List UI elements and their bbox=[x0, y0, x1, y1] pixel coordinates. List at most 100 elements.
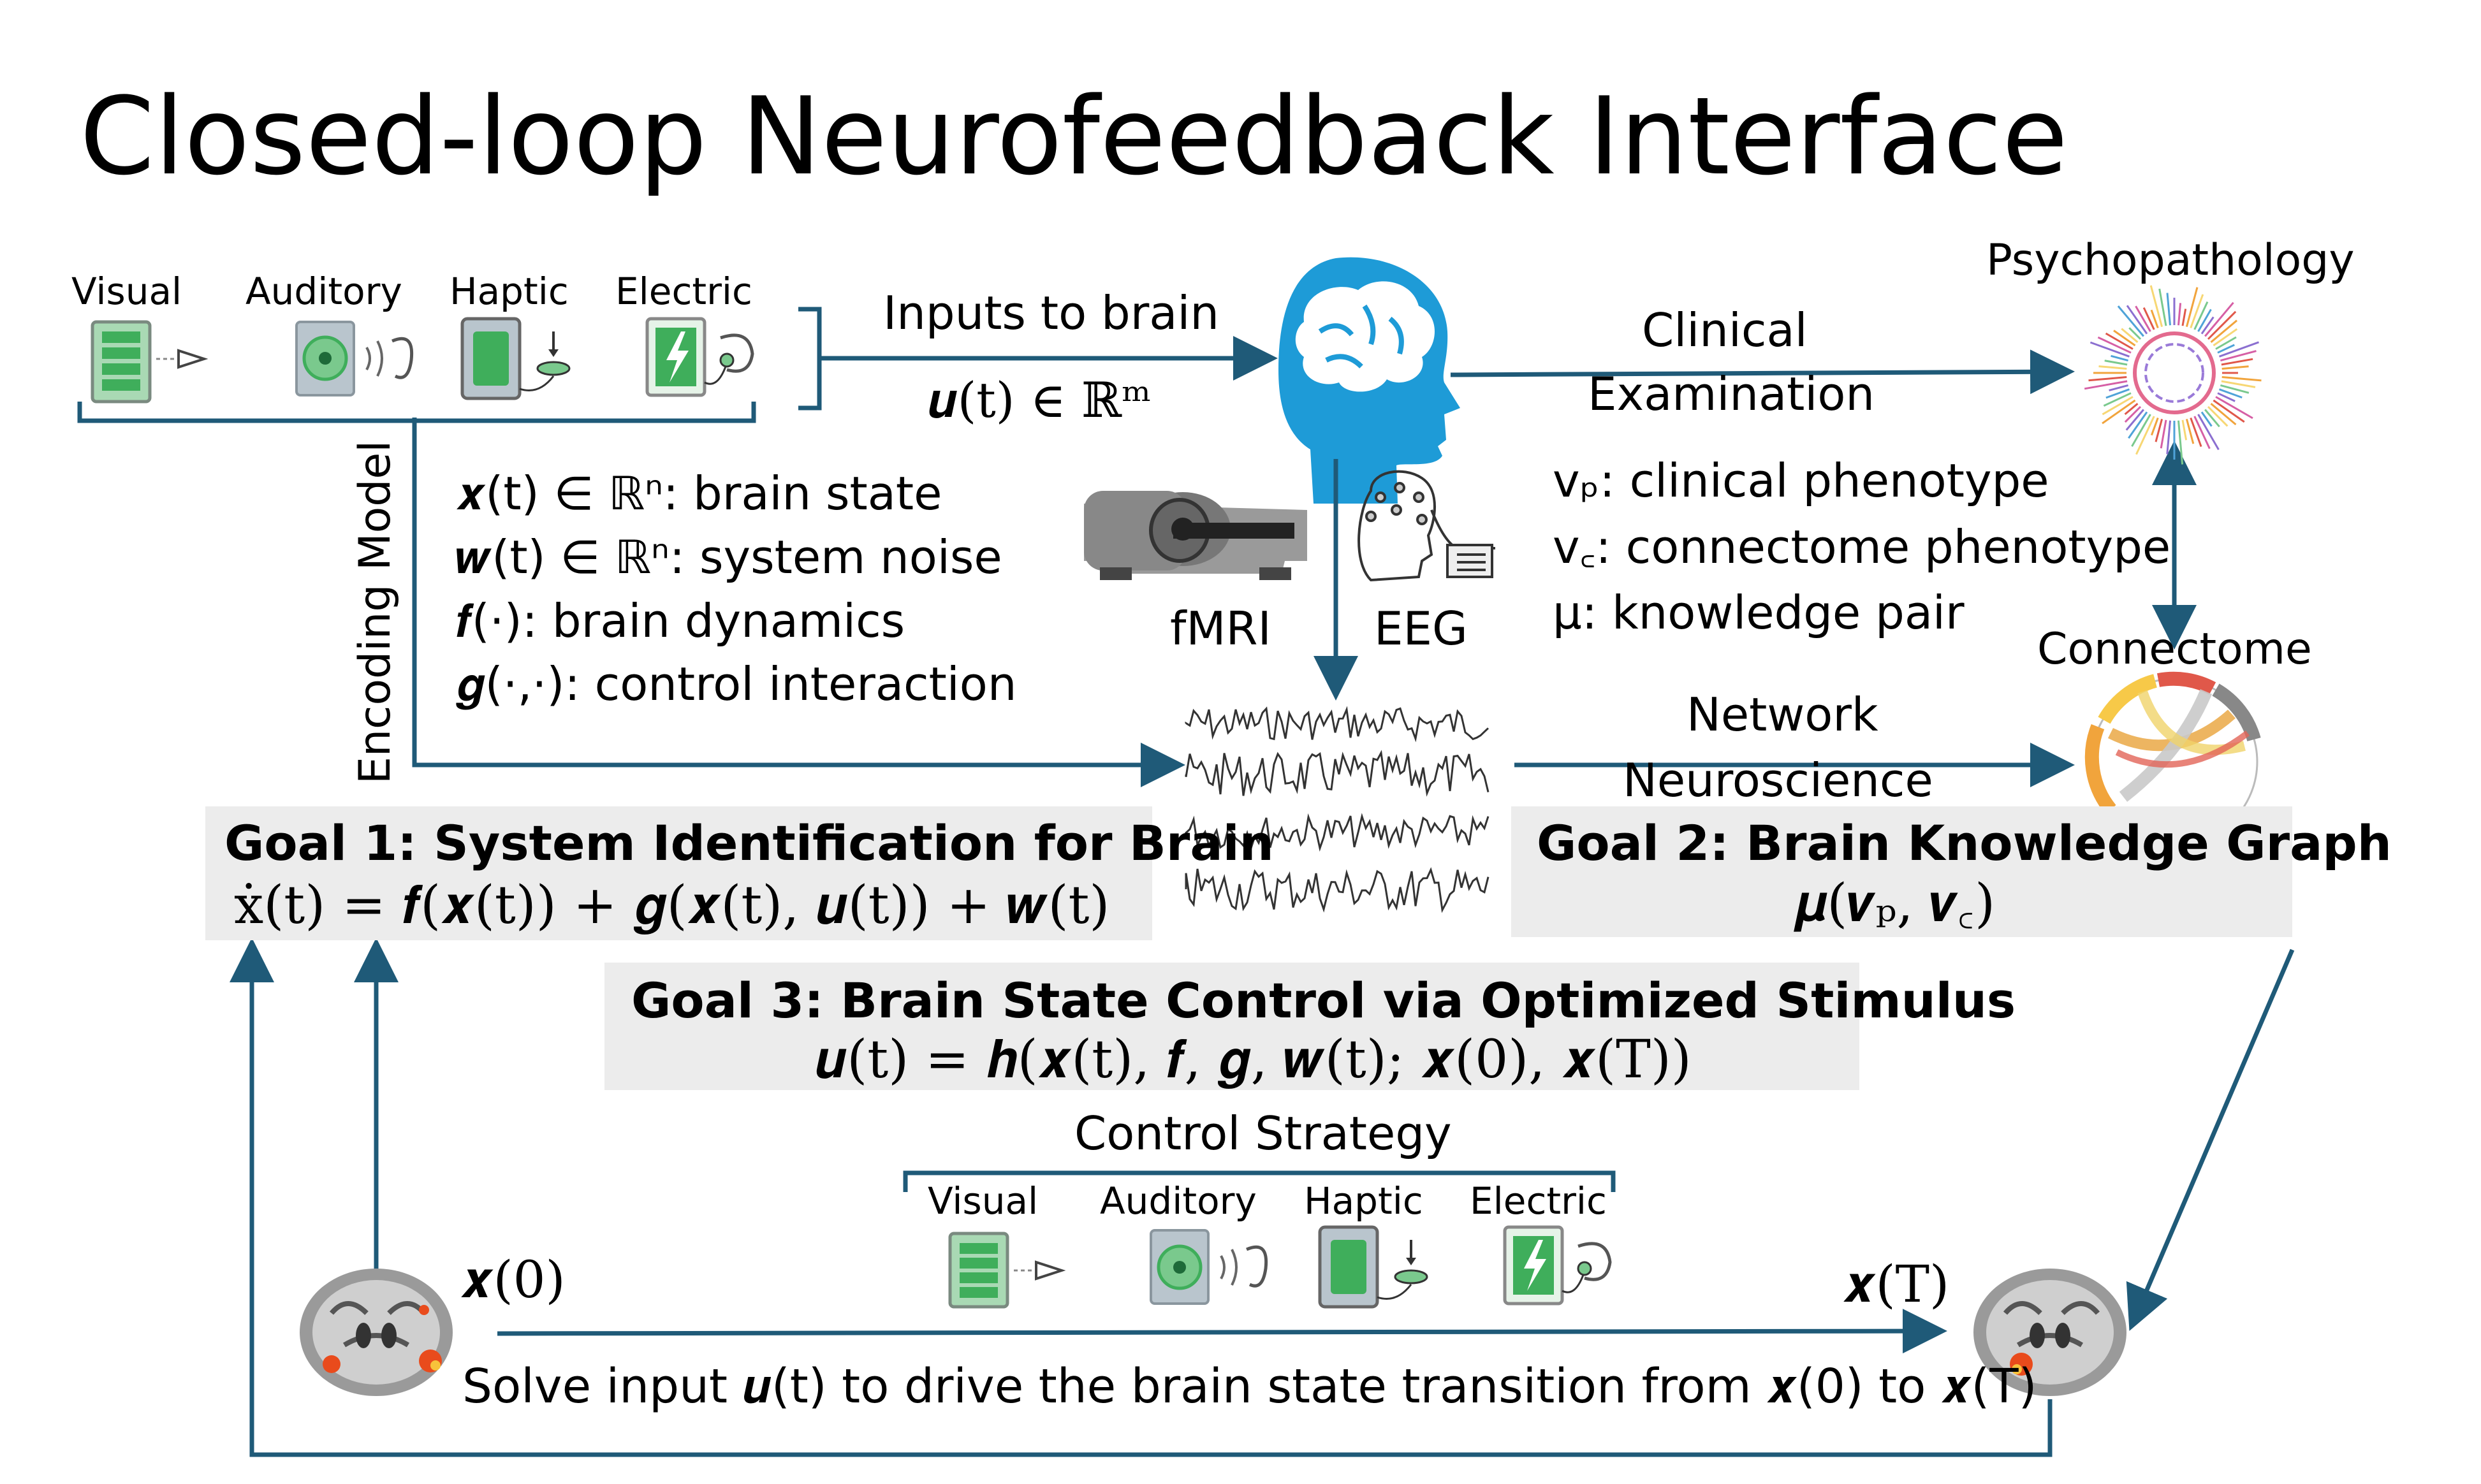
brain-head-icon bbox=[1278, 257, 1460, 504]
top-electric-icon bbox=[645, 317, 754, 397]
top-label-electric: Electric bbox=[615, 270, 752, 313]
psychopathology-ray bbox=[2218, 341, 2260, 358]
psychopathology-ray bbox=[2124, 405, 2142, 423]
bottom-visual-icon bbox=[948, 1232, 1066, 1309]
psychopathology-ray bbox=[2217, 344, 2235, 354]
top-haptic-icon bbox=[460, 317, 571, 400]
psychopathology-ray bbox=[2128, 411, 2148, 439]
bottom-label-auditory: Auditory bbox=[1100, 1179, 1257, 1223]
goal3-equation: 𝒖(t) = 𝒉(𝒙(t), 𝒇, 𝒈, 𝒘(t); 𝒙(0), 𝒙(T)) bbox=[815, 1029, 1692, 1090]
definition-brain-dynamics: 𝒇(·): brain dynamics bbox=[456, 594, 905, 648]
psychopathology-ray bbox=[2142, 307, 2155, 330]
clinical-label-line2: Examination bbox=[1588, 367, 1875, 421]
psychopathology-ray bbox=[2185, 419, 2195, 444]
goal1-equation: ẋ(t) = 𝒇(𝒙(t)) + 𝒈(𝒙(t), 𝒖(t)) + 𝒘(t) bbox=[234, 875, 1110, 936]
page-title: Closed-loop Neurofeedback Interface bbox=[80, 74, 2068, 199]
control-strategy-bracket bbox=[903, 1170, 1616, 1192]
psychopathology-ray bbox=[2218, 388, 2243, 399]
inputs-formula: 𝒖(t) ∈ ℝᵐ bbox=[928, 372, 1152, 428]
bottom-auditory-icon bbox=[1150, 1229, 1268, 1305]
fmri-scanner-icon bbox=[1084, 491, 1307, 580]
inputs-to-brain-label: Inputs to brain bbox=[883, 286, 1220, 340]
goal1-heading: Goal 1: System Identification for Brain bbox=[224, 815, 1274, 871]
psychopathology-ray bbox=[2155, 419, 2163, 442]
eeg-cap-icon bbox=[1358, 470, 1495, 582]
phenotype-connectome: v꜀: connectome phenotype bbox=[1553, 520, 2171, 574]
initial-state-label: 𝒙(0) bbox=[460, 1250, 566, 1309]
psychopathology-ray bbox=[2158, 288, 2167, 326]
psychopathology-ray bbox=[2210, 403, 2237, 426]
psychopathology-ray bbox=[2200, 316, 2214, 335]
psychopathology-ray bbox=[2217, 392, 2236, 402]
psychopathology-ray bbox=[2204, 302, 2234, 337]
bottom-haptic-icon bbox=[1318, 1225, 1428, 1309]
psychopathology-ray bbox=[2131, 414, 2151, 447]
control-strategy-label: Control Strategy bbox=[1074, 1107, 1452, 1160]
psychopathology-ray bbox=[2102, 399, 2136, 425]
psychopathology-ray bbox=[2220, 384, 2250, 394]
definition-system-noise: 𝒘(t) ∈ ℝⁿ: system noise bbox=[456, 530, 1002, 584]
brain-arrows bbox=[230, 349, 2295, 1457]
psychopathology-ray bbox=[2135, 305, 2151, 332]
psychopathology-ray bbox=[2221, 365, 2249, 370]
psychopathology-ray bbox=[2084, 380, 2128, 390]
brain-slice-initial-icon bbox=[300, 1269, 453, 1396]
psychopathology-ray bbox=[2221, 380, 2256, 388]
psychopathology-ray bbox=[2207, 310, 2237, 340]
psychopathology-ray bbox=[2215, 336, 2237, 350]
psychopathology-ray bbox=[2117, 305, 2144, 337]
definition-brain-state: 𝒙(t) ∈ ℝⁿ: brain state bbox=[456, 467, 942, 520]
goal2-heading: Goal 2: Brain Knowledge Graph bbox=[1537, 815, 2392, 871]
psychopathology-ray bbox=[2197, 414, 2220, 451]
psychopathology-ring-inner bbox=[2144, 343, 2204, 403]
connectome-label: Connectome bbox=[2037, 624, 2312, 674]
psychopathology-ray bbox=[2213, 399, 2245, 423]
psychopathology-ray bbox=[2166, 293, 2171, 326]
signal-traces bbox=[1185, 706, 1489, 913]
psychopathology-ray bbox=[2177, 303, 2182, 326]
psychopathology-ray bbox=[2200, 411, 2213, 427]
psychopathology-ray bbox=[2221, 376, 2262, 382]
psychopathology-ray bbox=[2103, 392, 2132, 407]
psychopathology-ray bbox=[2166, 420, 2171, 455]
bottom-label-electric: Electric bbox=[1470, 1179, 1607, 1223]
phenotype-clinical: vₚ: clinical phenotype bbox=[1553, 454, 2049, 507]
bottom-label-visual: Visual bbox=[928, 1179, 1039, 1223]
top-auditory-icon bbox=[295, 321, 414, 396]
psychopathology-ray bbox=[2126, 305, 2148, 335]
psychopathology-ray bbox=[2098, 365, 2127, 370]
psychopathology-ray bbox=[2111, 354, 2128, 362]
psychopathology-ray bbox=[2177, 420, 2184, 465]
psychopathology-ray bbox=[2181, 419, 2188, 440]
psychopathology-ray bbox=[2124, 403, 2139, 416]
goal3-box: Goal 3: Brain State Control via Optimize… bbox=[604, 963, 2016, 1090]
definition-control-interaction: 𝒈(·,·): control interaction bbox=[456, 657, 1017, 711]
psychopathology-ray bbox=[2197, 309, 2212, 332]
psychopathology-ray bbox=[2097, 336, 2132, 354]
psychopathology-ray bbox=[2149, 285, 2163, 327]
psychopathology-ray bbox=[2105, 332, 2133, 350]
psychopathology-ray bbox=[2181, 309, 2187, 326]
psychopathology-ray bbox=[2105, 388, 2130, 399]
psychopathology-ray bbox=[2121, 328, 2139, 343]
psychopathology-ray bbox=[2150, 309, 2159, 329]
top-label-haptic: Haptic bbox=[450, 270, 569, 313]
psychopathology-ray bbox=[2102, 396, 2133, 416]
psychopathology-ray bbox=[2125, 409, 2144, 431]
psychopathology-ray bbox=[2128, 327, 2142, 340]
psychopathology-ray bbox=[2160, 419, 2167, 449]
network-label-line1: Network bbox=[1687, 688, 1878, 741]
psychopathology-ray bbox=[2210, 319, 2238, 343]
psychopathology-ray bbox=[2109, 384, 2128, 391]
psychopathology-ray bbox=[2221, 358, 2253, 366]
network-label-line2: Neuroscience bbox=[1623, 753, 1933, 807]
fmri-label: fMRI bbox=[1170, 602, 1271, 655]
psychopathology-ray bbox=[2207, 405, 2229, 427]
psychopathology-ray bbox=[2193, 416, 2211, 449]
top-label-visual: Visual bbox=[71, 270, 182, 313]
top-visual-icon bbox=[91, 320, 209, 404]
psychopathology-ray bbox=[2104, 360, 2128, 366]
psychopathology-ray bbox=[2089, 341, 2130, 358]
